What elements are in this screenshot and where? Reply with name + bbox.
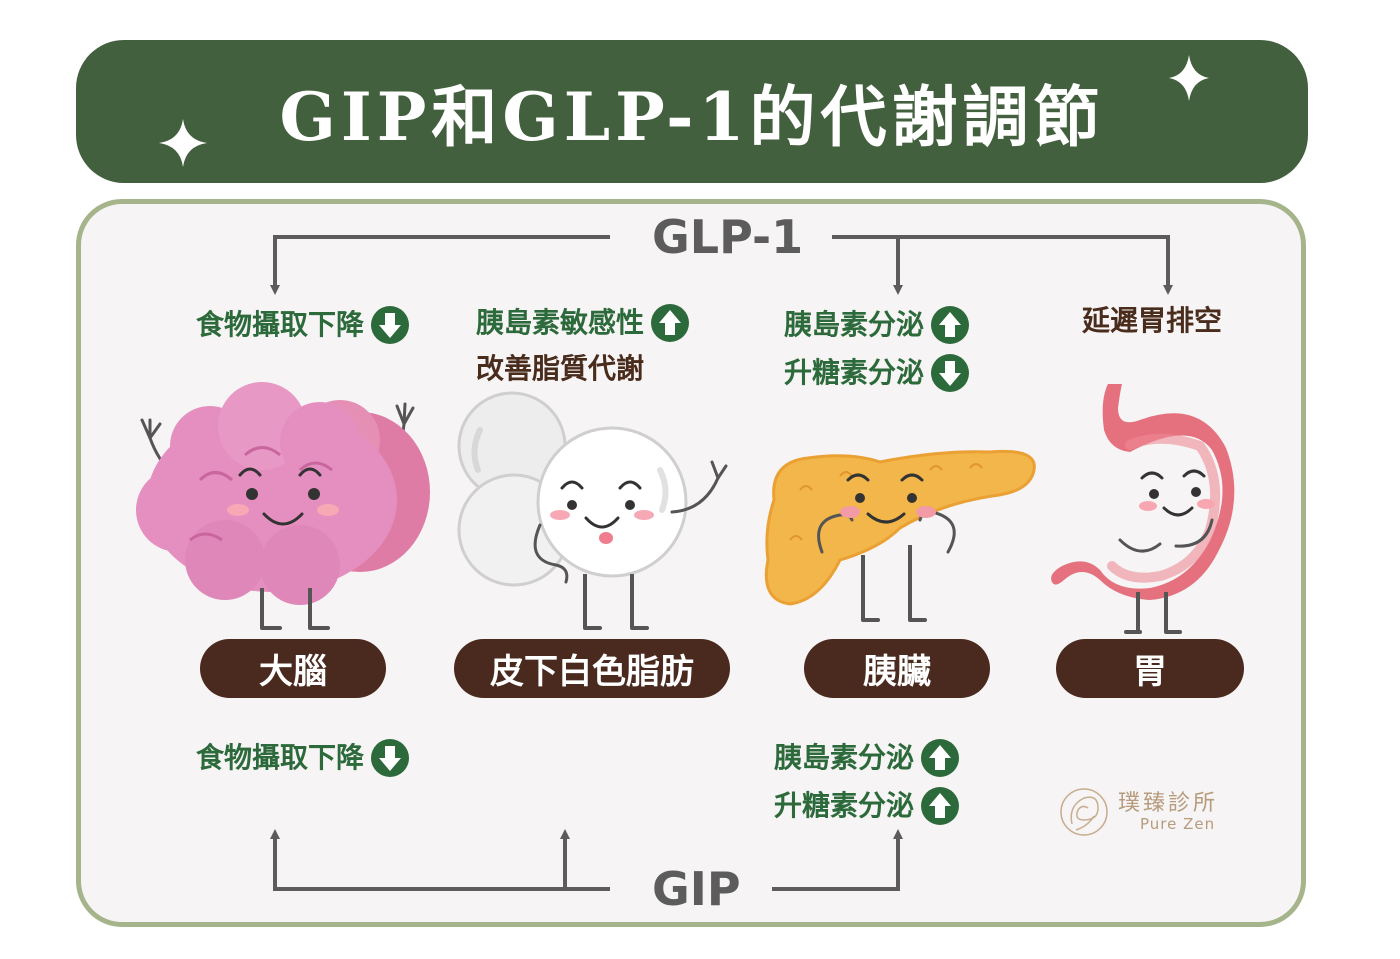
arrow-up-icon xyxy=(931,306,970,344)
sparkle-icon-right xyxy=(1169,55,1209,101)
glp1-line-right xyxy=(832,235,1173,295)
clinic-logo-icon xyxy=(1060,788,1108,836)
gip-line-right xyxy=(772,829,903,891)
glp1-pancreas-effect-2: 升糖素分泌 xyxy=(784,353,970,393)
clinic-name-cn: 璞臻診所 xyxy=(1118,790,1219,816)
pancreas-illustration xyxy=(764,449,1036,622)
glp1-brain-effect: 食物攝取下降 xyxy=(196,305,410,345)
glp1-stomach-effect: 延遲胃排空 xyxy=(1082,304,1223,337)
glp1-label: GLP-1 xyxy=(648,214,808,260)
arrow-down-icon xyxy=(371,306,410,344)
gip-brain-effect: 食物攝取下降 xyxy=(196,738,410,778)
organ-label-fat: 皮下白色脂肪 xyxy=(454,639,730,698)
gip-line-left xyxy=(270,829,610,891)
brain-illustration xyxy=(136,382,430,630)
title-banner: GIP和GLP-1的代謝調節 xyxy=(76,40,1308,183)
organ-label-stomach: 胃 xyxy=(1056,639,1244,698)
organ-label-brain: 大腦 xyxy=(200,639,386,698)
sparkle-icon-left xyxy=(159,119,207,167)
gip-label: GIP xyxy=(648,866,745,912)
gip-pancreas-effect-2: 升糖素分泌 xyxy=(774,786,960,826)
arrow-up-icon xyxy=(921,787,960,825)
arrow-down-icon xyxy=(371,739,410,777)
glp1-fat-effect-1: 胰島素敏感性 xyxy=(476,303,690,343)
glp1-line-left xyxy=(270,235,610,295)
arrow-up-icon xyxy=(921,739,960,777)
arrow-up-icon xyxy=(651,304,690,342)
clinic-logo: 璞臻診所 Pure Zen xyxy=(1058,786,1218,838)
organ-label-pancreas: 胰臟 xyxy=(804,639,990,698)
clinic-name-en: Pure Zen xyxy=(1140,815,1216,834)
page-title: GIP和GLP-1的代謝調節 xyxy=(279,77,1105,156)
gip-pancreas-effect-1: 胰島素分泌 xyxy=(774,738,960,778)
glp1-pancreas-effect-1: 胰島素分泌 xyxy=(784,305,970,345)
arrow-down-icon xyxy=(931,354,970,392)
fat-illustration xyxy=(457,391,728,630)
glp1-fat-effect-2: 改善脂質代謝 xyxy=(476,352,645,385)
stomach-illustration xyxy=(1051,384,1235,634)
